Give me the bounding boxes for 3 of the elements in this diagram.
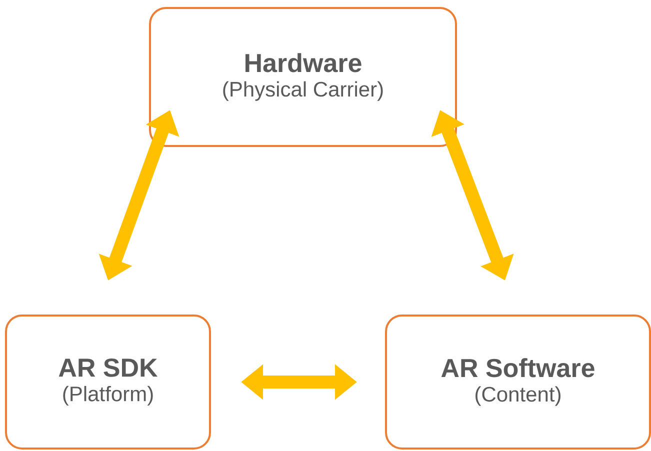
box: Hardware (Physical Carrier) bbox=[149, 7, 457, 147]
box: AR SDK (Platform) bbox=[5, 314, 211, 450]
box: AR Software (Content) bbox=[385, 314, 651, 450]
